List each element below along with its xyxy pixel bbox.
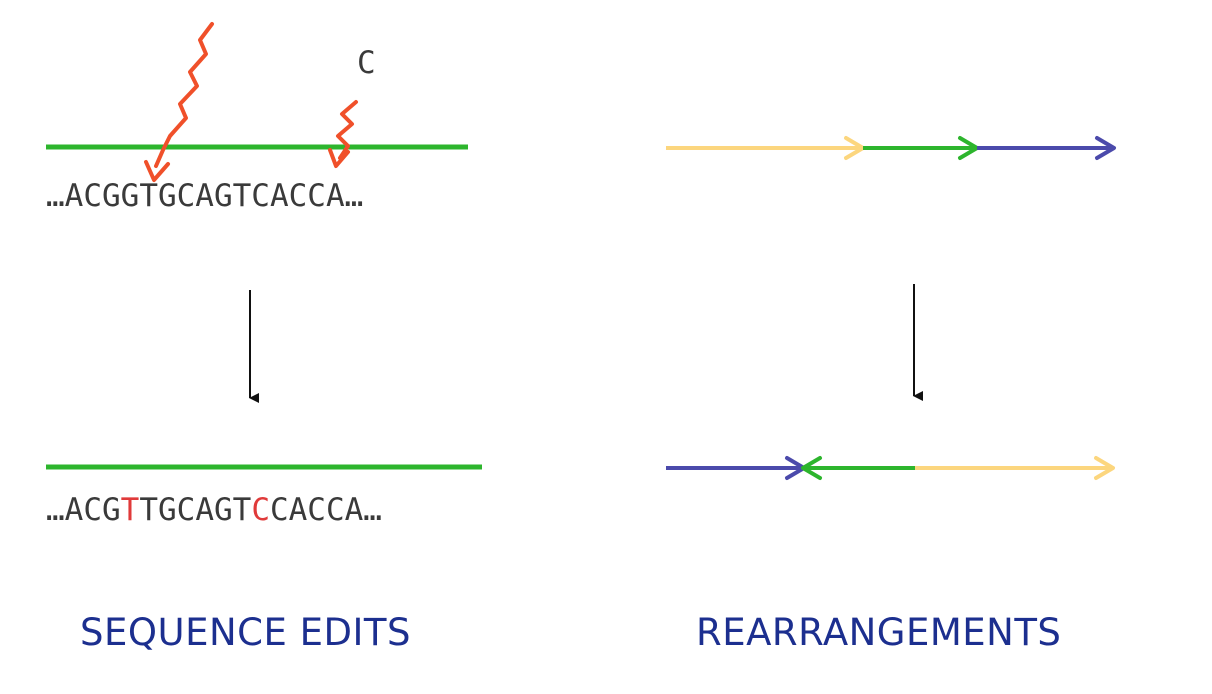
sequence-before: …ACGGTGCAGTCACCA… <box>46 178 364 214</box>
segment-yellow-before <box>666 136 865 160</box>
substitution-label: C <box>357 45 376 81</box>
segment-yellow-after <box>915 456 1115 480</box>
mutation-arrow-2 <box>328 100 358 168</box>
edited-base-2: C <box>251 492 270 528</box>
sequence-after-prefix: …ACG <box>46 492 121 528</box>
segment-blue-after <box>666 456 806 480</box>
sequence-after-middle: TGCAGT <box>139 492 252 528</box>
segment-green-before <box>863 136 979 160</box>
title-rearrangements: REARRANGEMENTS <box>696 611 1062 654</box>
mutation-arrow-1 <box>144 22 214 182</box>
title-sequence-edits: SEQUENCE EDITS <box>80 611 411 654</box>
segment-green-after-reversed <box>801 456 915 480</box>
edited-base-1: T <box>120 492 140 528</box>
sequence-after: …ACGTTGCAGTCCACCA… <box>46 495 382 526</box>
segment-blue-before <box>977 136 1116 160</box>
sequence-after-suffix: CACCA… <box>269 492 382 528</box>
